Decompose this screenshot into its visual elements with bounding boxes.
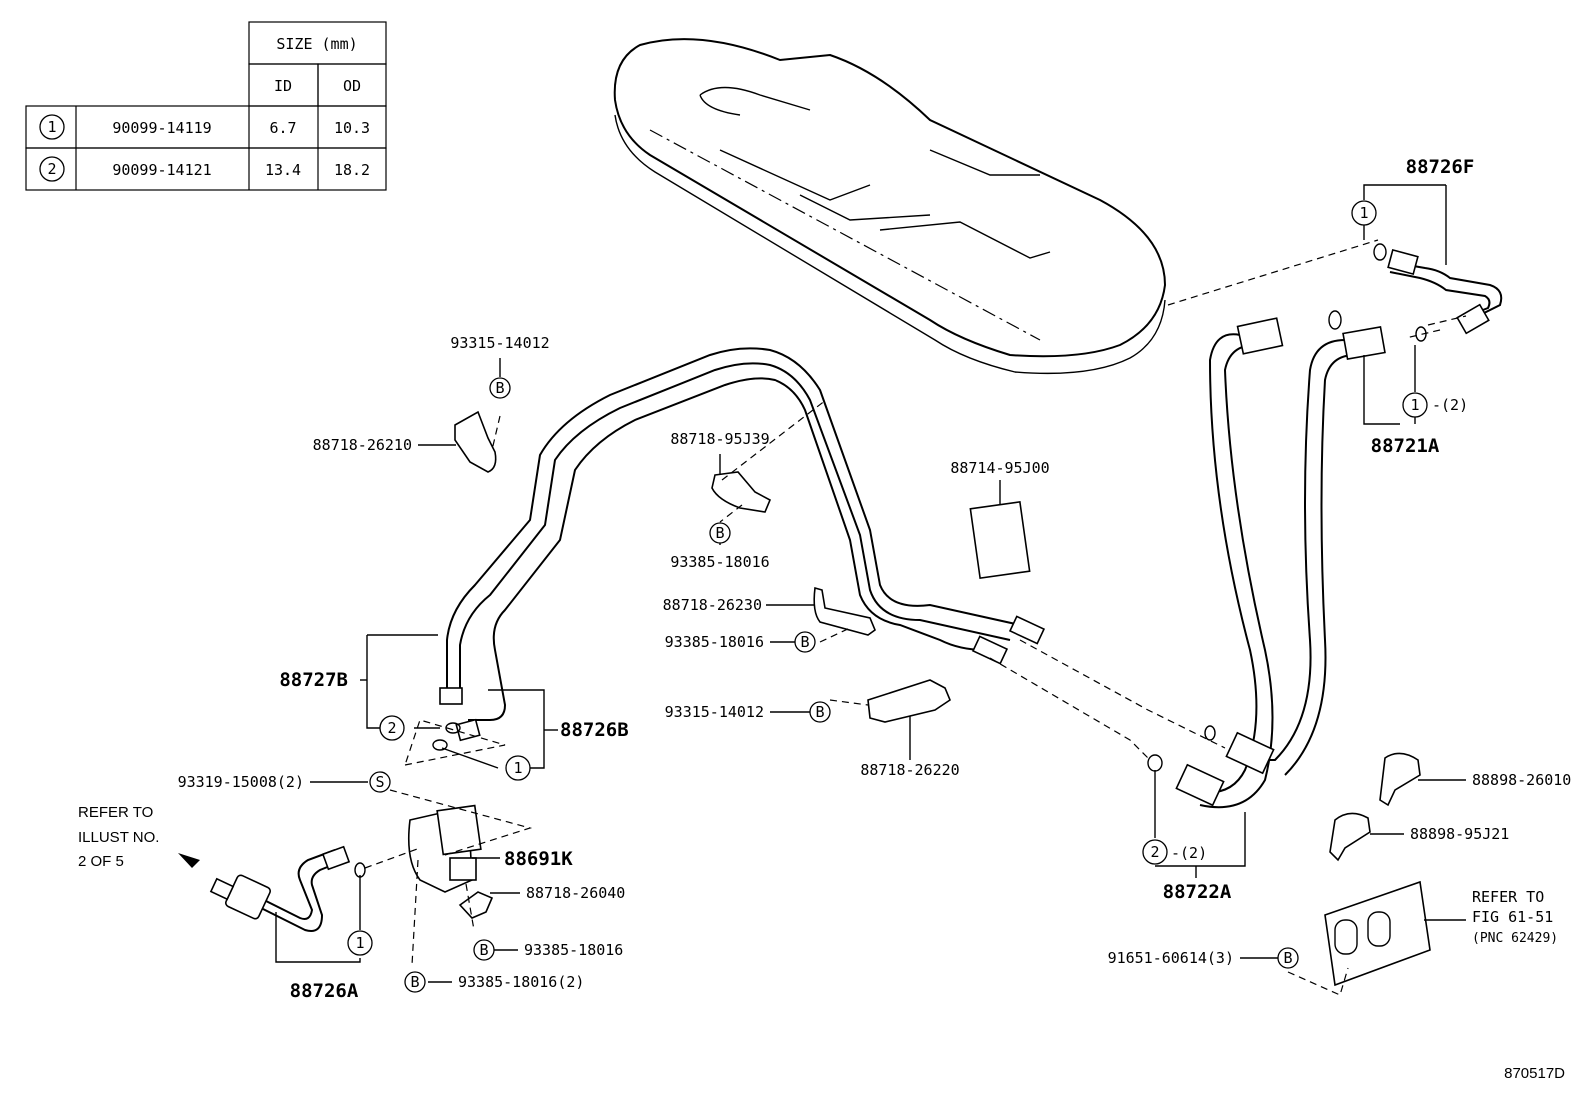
label-88718-26220[interactable]: 88718-26220 [860, 761, 959, 779]
symbol-one: 1 [1410, 396, 1419, 414]
mark-2-symbol [379, 715, 405, 741]
bolt-b-symbol [404, 971, 426, 993]
tank-outline [613, 38, 1167, 375]
label-91651-60614[interactable]: 91651-60614(3) [1108, 949, 1234, 967]
qty-label: -(2) [1432, 396, 1468, 414]
symbol-b: B [715, 524, 724, 542]
drawing-number: 870517D [1504, 1065, 1565, 1082]
label-88898-26010[interactable]: 88898-26010 [1472, 771, 1571, 789]
label-93315-14012-top[interactable]: 93315-14012 [450, 334, 549, 352]
symbol-b: B [800, 633, 809, 651]
size-table-row1-mark: 1 [47, 118, 56, 136]
symbol-b: B [495, 379, 504, 397]
symbol-b: B [1283, 949, 1292, 967]
size-table-row2-od: 18.2 [334, 161, 370, 179]
plug-88898-95j21 [1329, 812, 1371, 862]
label-88718-26230[interactable]: 88718-26230 [663, 596, 762, 614]
plug-88898-26010 [1379, 752, 1421, 807]
symbol-one: 1 [513, 759, 522, 777]
oil-pipes [249, 261, 1503, 932]
label-88718-95j39[interactable]: 88718-95J39 [670, 430, 769, 448]
leader-lines [275, 184, 1466, 983]
label-88726f[interactable]: 88726F [1406, 156, 1475, 178]
bolt-b-symbol [809, 701, 831, 723]
union-fitting [225, 874, 271, 920]
label-88898-95j21[interactable]: 88898-95J21 [1410, 825, 1509, 843]
fitting-88726b [455, 718, 481, 742]
symbols: 1 1 -(2) 2 -(2) 2 1 1 B B B B S B B B [347, 200, 1468, 993]
part-labels: 88726F 88721A 88722A 88727B 88726B 88726… [78, 156, 1571, 1082]
mark-1-symbol [505, 755, 531, 781]
bolt-b-symbol [473, 939, 495, 961]
symbol-b: B [410, 973, 419, 991]
label-93319-15008[interactable]: 93319-15008(2) [178, 773, 304, 791]
label-93385-18016-mid[interactable]: 93385-18016 [670, 553, 769, 571]
size-table-row1-od: 10.3 [334, 119, 370, 137]
mark-1-symbol [1402, 392, 1428, 418]
bolt-b-symbol [709, 522, 731, 544]
refer-fig-line2: FIG 61-51 [1472, 908, 1553, 926]
bracket-88718-26210 [454, 410, 497, 473]
size-table-row2-mark: 2 [47, 160, 56, 178]
symbol-b: B [815, 703, 824, 721]
mark-1-symbol [347, 930, 373, 956]
pad-88714-95j00 [969, 500, 1031, 580]
symbol-s: S [375, 773, 384, 791]
refer-fig-line3: (PNC 62429) [1472, 931, 1558, 946]
mark-1-symbol [1351, 200, 1377, 226]
refer-illust-line3: 2 OF 5 [78, 853, 124, 870]
symbol-one: 1 [355, 934, 364, 952]
label-93385-18016-2[interactable]: 93385-18016(2) [458, 973, 584, 991]
size-table-row1-part: 90099-14119 [112, 119, 211, 137]
size-table: SIZE (mm) ID OD 1 90099-14119 6.7 10.3 2… [25, 21, 387, 191]
refer-fig-line1: REFER TO [1472, 888, 1544, 906]
label-93385-18016-low[interactable]: 93385-18016 [524, 941, 623, 959]
qty-label: -(2) [1171, 844, 1207, 862]
label-88726b[interactable]: 88726B [560, 719, 629, 741]
bracket-88718-95j39 [711, 471, 772, 513]
bracket-88718-26040 [458, 891, 494, 919]
symbol-b: B [479, 941, 488, 959]
size-table-col-od: OD [343, 77, 361, 95]
symbol-one: 1 [1359, 204, 1368, 222]
refer-illust-line2: ILLUST NO. [78, 829, 159, 846]
label-88691k[interactable]: 88691K [504, 848, 573, 870]
bracket-88718-26220 [867, 679, 951, 723]
size-table-row1-id: 6.7 [269, 119, 296, 137]
symbol-two: 2 [1150, 843, 1159, 861]
label-88727b[interactable]: 88727B [279, 669, 348, 691]
bolt-b-symbol [489, 377, 511, 399]
label-88726a[interactable]: 88726A [290, 980, 359, 1002]
label-93385-18016-b2[interactable]: 93385-18016 [665, 633, 764, 651]
size-table-row2-id: 13.4 [265, 161, 301, 179]
mark-2-symbol [39, 156, 65, 182]
bracket-88718-26230 [813, 586, 876, 636]
fitting-88727b [439, 687, 463, 705]
size-table-header: SIZE (mm) [276, 35, 357, 53]
direction-arrow-icon [178, 853, 200, 868]
mark-1-symbol [39, 114, 65, 140]
mark-2-symbol [1142, 839, 1168, 865]
symbol-two: 2 [387, 719, 396, 737]
label-88718-26210[interactable]: 88718-26210 [313, 436, 412, 454]
gasket-plate [1324, 880, 1431, 987]
bolt-b-symbol [1277, 947, 1299, 969]
size-table-row2-part: 90099-14121 [112, 161, 211, 179]
label-88718-26040[interactable]: 88718-26040 [526, 884, 625, 902]
assembly-lines [364, 239, 1467, 996]
size-table-col-id: ID [274, 77, 292, 95]
bolt-b-symbol [794, 631, 816, 653]
fittings [178, 243, 1490, 987]
label-88714-95j00[interactable]: 88714-95J00 [950, 459, 1049, 477]
refer-illust-line1: REFER TO [78, 804, 153, 821]
screw-s-symbol [369, 771, 391, 793]
label-88721a[interactable]: 88721A [1371, 435, 1440, 457]
label-88722a[interactable]: 88722A [1163, 881, 1232, 903]
label-93315-14012-mid[interactable]: 93315-14012 [665, 703, 764, 721]
